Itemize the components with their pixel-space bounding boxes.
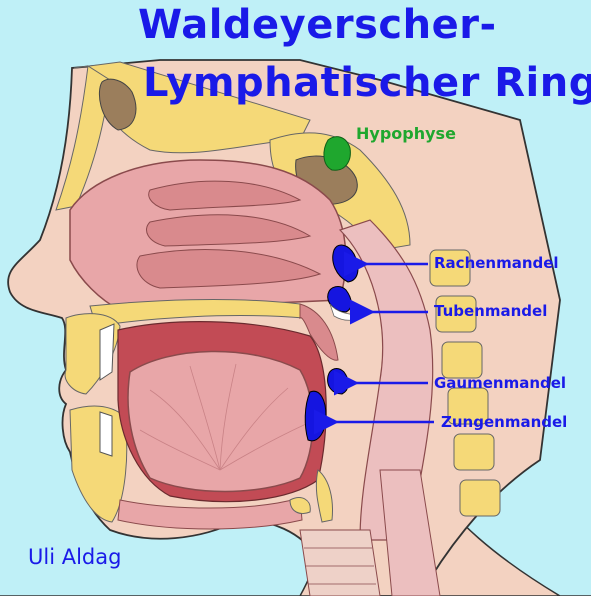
tongue-fibers (139, 363, 307, 471)
lower-incisor (99, 411, 113, 457)
trachea (299, 529, 381, 596)
hypophysis (323, 136, 351, 171)
tongue (127, 350, 314, 493)
cervical-vertebrae (429, 249, 501, 517)
label-rachenmandel: Rachenmandel (434, 254, 559, 272)
label-hypophyse: Hypophyse (356, 124, 456, 143)
hyoid (289, 497, 311, 514)
author-credit: Uli Aldag (28, 545, 122, 569)
soft-palate (299, 303, 339, 361)
lower-jaw (69, 405, 128, 523)
nasal-bone (55, 65, 111, 211)
title-line-1: Waldeyerscher- (138, 2, 497, 48)
epiglottis (315, 469, 333, 523)
frontal-sinus (98, 78, 137, 131)
label-zungenmandel: Zungenmandel (441, 413, 568, 431)
upper-incisor (99, 323, 115, 381)
esophagus (379, 469, 441, 596)
trachea-rings (304, 547, 376, 585)
concha-superior (148, 180, 302, 211)
title-line-2: Lymphatischer Ring (143, 60, 591, 106)
label-gaumenmandel: Gaumenmandel (434, 374, 567, 392)
label-tubenmandel: Tubenmandel (434, 302, 548, 320)
mouth-floor (117, 497, 303, 530)
concha-media (146, 214, 312, 247)
concha-inferior (136, 249, 322, 289)
